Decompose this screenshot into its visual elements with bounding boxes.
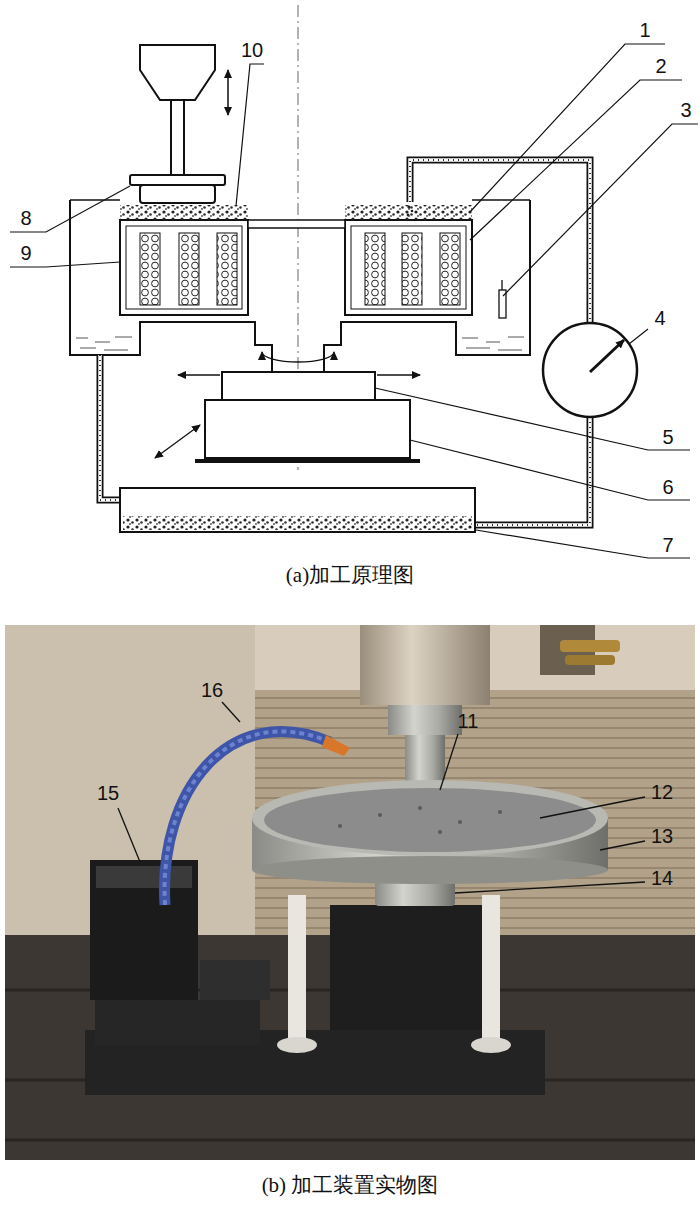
callout-number: 10: [241, 39, 263, 61]
callout-number: 12: [651, 781, 673, 803]
motion-arrow: [178, 374, 220, 376]
callout-number: 8: [20, 207, 31, 229]
magnetic-disc: [120, 220, 472, 315]
tool-holder: [140, 45, 215, 100]
device-photo: [5, 625, 695, 1160]
feed-arrow: [227, 70, 229, 115]
pump-needle: [590, 340, 624, 372]
callout-number: 16: [201, 679, 223, 701]
callout-number: 6: [662, 476, 673, 498]
leader-lines: [10, 44, 698, 558]
circulation-pipe: [100, 160, 590, 525]
tank-wall: [324, 200, 530, 372]
rotation-arrow: [262, 352, 334, 362]
disc-surface: [264, 788, 596, 852]
machine-base: [205, 400, 410, 458]
tank-wall: [70, 200, 272, 372]
abrasive-drip: [407, 205, 414, 216]
leader-lines: [118, 702, 645, 893]
motion-arrow: [377, 374, 420, 376]
figure-caption: (a)加工原理图: [286, 564, 414, 587]
callout-number: 4: [654, 307, 665, 329]
fluid: [76, 337, 524, 350]
callout-number: 7: [662, 534, 673, 556]
worktable: [222, 372, 375, 400]
recovery-tank: [120, 488, 475, 532]
base-plate: [195, 459, 420, 463]
tool-wheel: [140, 185, 215, 203]
callout-number: 15: [97, 782, 119, 804]
tool-shaft: [171, 100, 184, 175]
callout-number: 5: [662, 426, 673, 448]
figure-caption: (b) 加工装置实物图: [262, 1174, 439, 1197]
abrasive-layer: [120, 205, 248, 220]
callout-number: 1: [639, 19, 650, 41]
callout-number: 9: [20, 242, 31, 264]
callout-number: 14: [651, 867, 673, 889]
motor: [90, 860, 198, 1000]
callout-number: 13: [651, 825, 673, 847]
callout-number: 2: [655, 55, 666, 77]
tool-flange: [130, 175, 225, 185]
abrasive-layer: [345, 205, 472, 220]
callout-number: 11: [458, 710, 479, 732]
principle-drawing: [10, 5, 698, 558]
tank-rim: [70, 199, 120, 201]
callout-number: 3: [680, 99, 691, 121]
pump: [543, 323, 637, 417]
motion-arrow: [155, 425, 200, 458]
